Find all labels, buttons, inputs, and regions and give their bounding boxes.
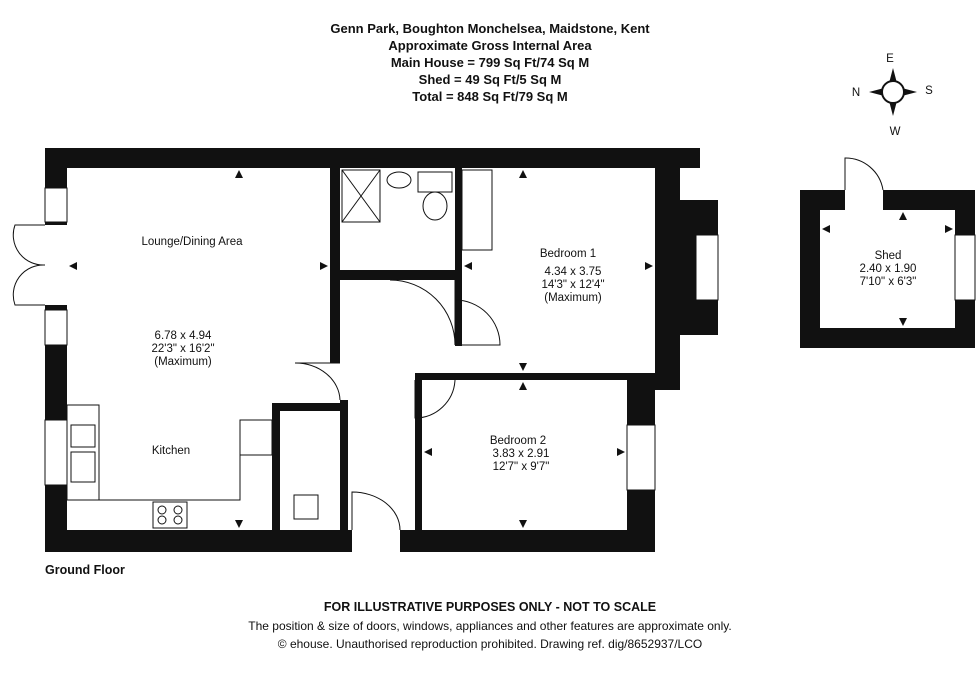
bedroom1-imperial: 14'3" x 12'4" bbox=[541, 279, 604, 291]
footer-note: The position & size of doors, windows, a… bbox=[248, 619, 731, 633]
dimension-markers bbox=[69, 170, 953, 528]
shed-name: Shed bbox=[875, 250, 902, 262]
compass-s: S bbox=[925, 85, 933, 97]
lounge-note: (Maximum) bbox=[154, 356, 212, 368]
shed-metric: 2.40 x 1.90 bbox=[860, 263, 917, 275]
main-house-area: Main House = 799 Sq Ft/74 Sq M bbox=[391, 55, 589, 70]
shed-imperial: 7'10" x 6'3" bbox=[860, 276, 917, 288]
shed-walls bbox=[800, 190, 975, 348]
compass-e: E bbox=[886, 53, 894, 65]
bedroom1-metric: 4.34 x 3.75 bbox=[545, 266, 602, 278]
header: Genn Park, Boughton Monchelsea, Maidston… bbox=[330, 21, 650, 104]
footer: FOR ILLUSTRATIVE PURPOSES ONLY - NOT TO … bbox=[248, 600, 731, 651]
bedroom2-metric: 3.83 x 2.91 bbox=[493, 448, 550, 460]
lounge-name: Lounge/Dining Area bbox=[141, 236, 243, 248]
address: Genn Park, Boughton Monchelsea, Maidston… bbox=[330, 21, 650, 36]
area-title: Approximate Gross Internal Area bbox=[388, 38, 592, 53]
room-labels: Lounge/Dining Area 6.78 x 4.94 22'3" x 1… bbox=[141, 236, 916, 473]
kitchen-name: Kitchen bbox=[152, 445, 190, 457]
bedroom2-name: Bedroom 2 bbox=[490, 435, 546, 447]
disclaimer: FOR ILLUSTRATIVE PURPOSES ONLY - NOT TO … bbox=[324, 600, 656, 614]
compass-w: W bbox=[890, 126, 901, 138]
main-house-walls bbox=[45, 148, 718, 552]
fixtures bbox=[66, 169, 493, 529]
compass-icon: E N S W bbox=[852, 53, 933, 138]
compass-n: N bbox=[852, 87, 860, 99]
floor-label: Ground Floor bbox=[45, 563, 125, 577]
shed-area: Shed = 49 Sq Ft/5 Sq M bbox=[419, 72, 562, 87]
windows bbox=[44, 187, 976, 491]
bedroom2-imperial: 12'7" x 9'7" bbox=[493, 461, 550, 473]
total-area: Total = 848 Sq Ft/79 Sq M bbox=[412, 89, 567, 104]
doors bbox=[12, 157, 884, 531]
bedroom1-name: Bedroom 1 bbox=[540, 248, 596, 260]
lounge-metric: 6.78 x 4.94 bbox=[155, 330, 213, 342]
bedroom1-note: (Maximum) bbox=[544, 292, 602, 304]
copyright: © ehouse. Unauthorised reproduction proh… bbox=[278, 637, 702, 651]
lounge-imperial: 22'3" x 16'2" bbox=[151, 343, 214, 355]
